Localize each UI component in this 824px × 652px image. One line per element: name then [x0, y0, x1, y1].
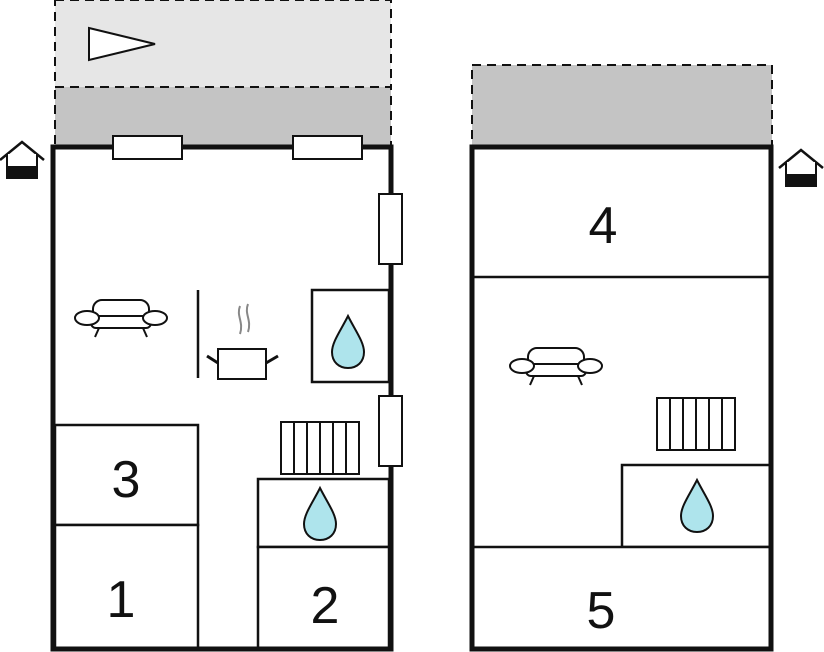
entrance-icon	[0, 140, 46, 180]
room-number: 1	[107, 571, 136, 629]
room-4	[470, 145, 773, 279]
left-terrace	[54, 0, 392, 148]
room-5	[470, 545, 773, 651]
compass-arrow-icon	[88, 26, 156, 62]
cooking-pot-icon	[206, 303, 279, 380]
entrance-icon	[777, 148, 824, 188]
radiator-icon	[656, 397, 736, 451]
window-icon	[112, 135, 183, 160]
sofa-icon	[74, 299, 168, 338]
radiator-icon	[280, 421, 360, 475]
room-3	[53, 423, 200, 527]
room-2	[256, 545, 391, 651]
window-icon	[292, 135, 363, 160]
room-number: 3	[112, 451, 141, 509]
room-number: 2	[311, 577, 340, 635]
sofa-icon	[509, 347, 603, 386]
room-1	[53, 523, 200, 651]
window-icon	[378, 395, 403, 467]
window-icon	[378, 193, 403, 265]
room-number: 4	[589, 197, 618, 255]
right-terrace	[471, 64, 773, 148]
right-outer-wall	[469, 144, 774, 652]
room-number: 5	[587, 582, 616, 640]
